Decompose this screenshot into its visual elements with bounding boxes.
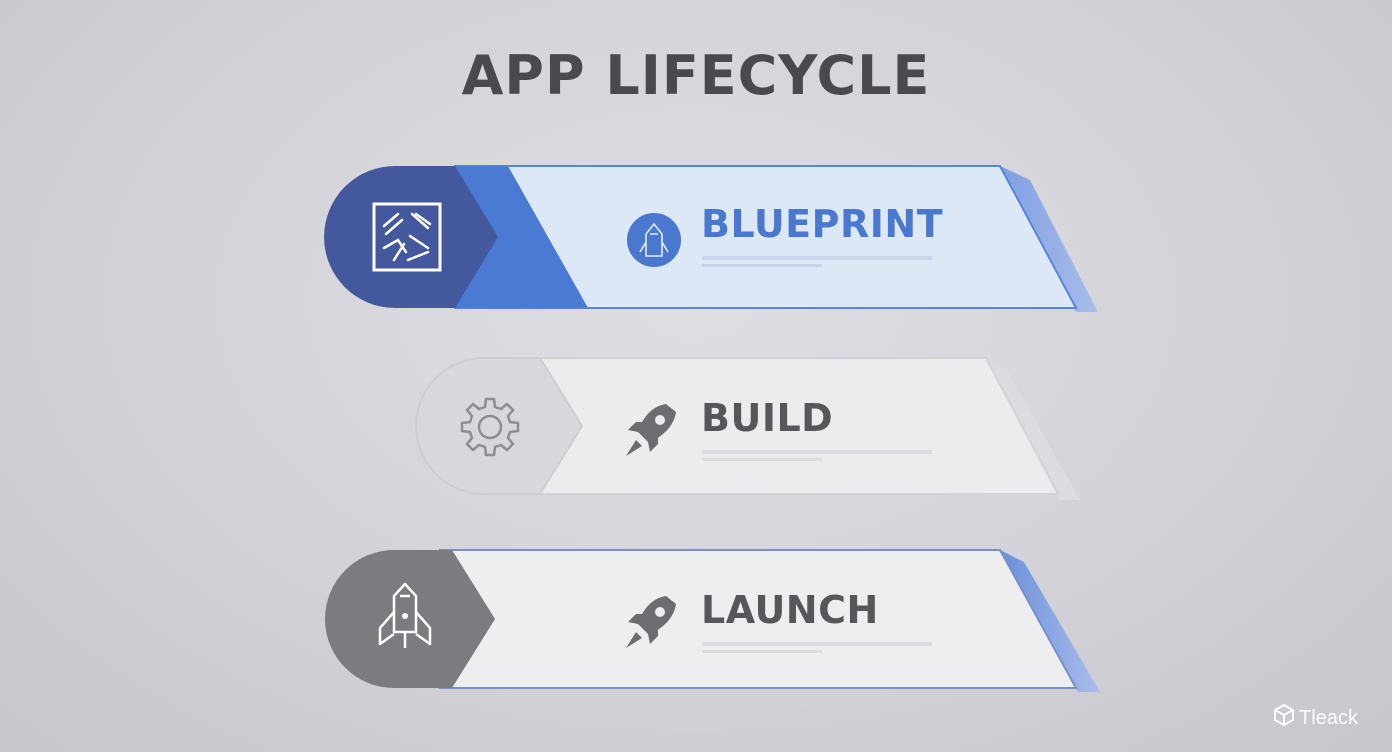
rocket-icon	[622, 400, 678, 460]
watermark: Tleack	[1273, 704, 1358, 732]
stage-label-build: BUILD	[701, 396, 834, 440]
stage-label-launch: LAUNCH	[701, 588, 879, 632]
stage-label-blueprint: BLUEPRINT	[701, 202, 944, 246]
page-title: APP LIFECYCLE	[461, 44, 931, 107]
watermark-text: Tleack	[1299, 706, 1358, 729]
rocket-icon	[622, 592, 678, 652]
cube-logo-icon	[1273, 704, 1295, 732]
blueprint-icon	[372, 202, 442, 272]
robot-badge-icon	[626, 212, 682, 268]
gear-icon	[458, 395, 522, 459]
rocket-outline-icon	[376, 582, 434, 656]
